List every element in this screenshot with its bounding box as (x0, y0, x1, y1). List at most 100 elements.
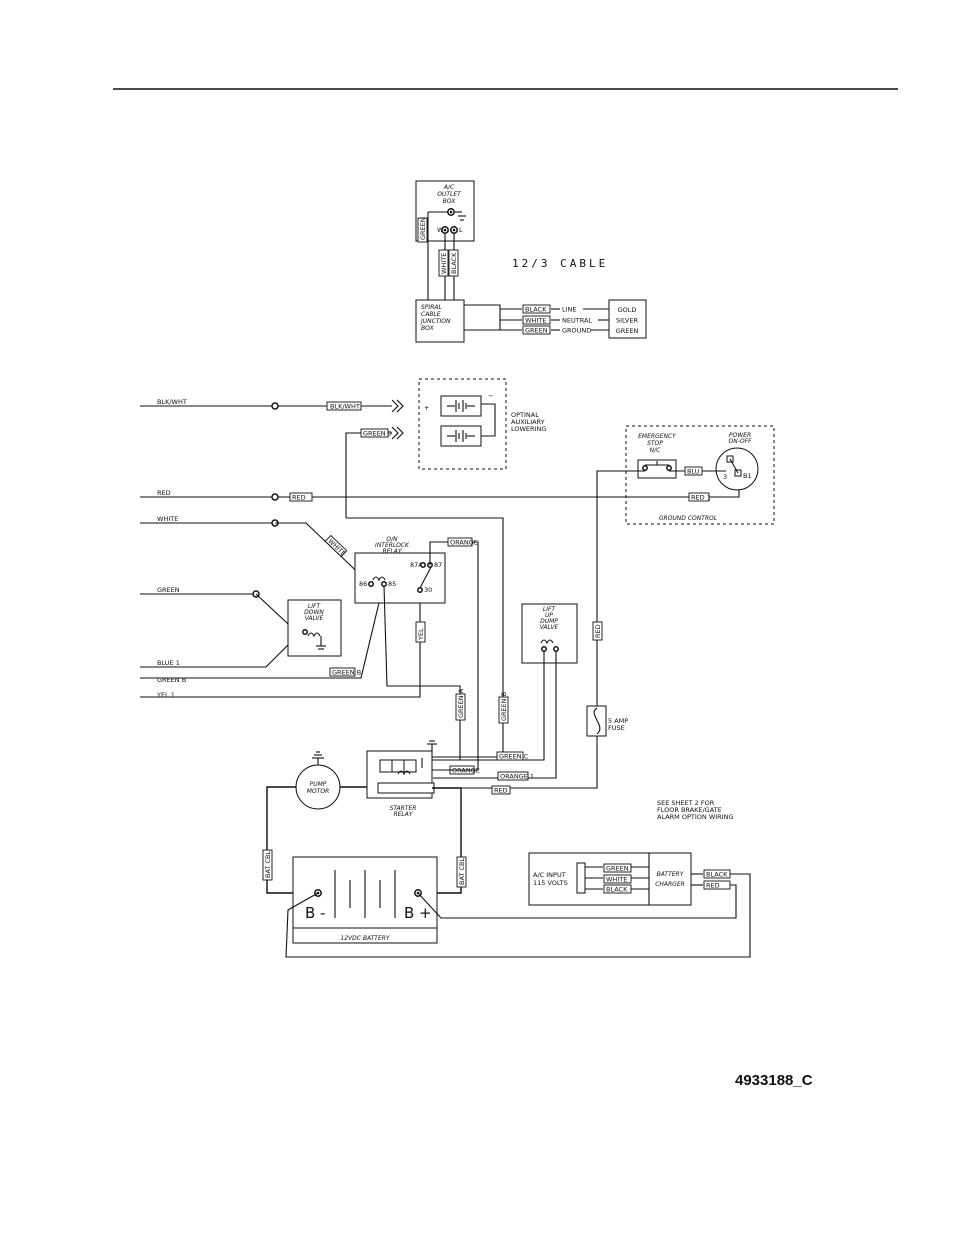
wire-tag-red1-text: RED 1 (691, 494, 711, 502)
charger-input-1: A/C INPUT (533, 871, 566, 879)
wire-tag-white: WHITE (324, 534, 348, 558)
wire-tag-red-gc-text: RED (594, 624, 602, 638)
wire-tag-green-b-text: GREEN B (332, 669, 361, 677)
lift-up-label-4: VALVE (540, 624, 559, 631)
charger-out-black-text: BLACK (706, 871, 728, 879)
wire-tag-blu (684, 466, 703, 476)
wire-tag-green-b2-text: GREEN B (500, 692, 508, 721)
harness-green: GREEN (157, 586, 180, 594)
wire-tag-orange1 (497, 771, 529, 781)
harness-blue1: BLUE 1 (157, 659, 180, 667)
splice-red (271, 493, 279, 501)
relay-pin-30: 30 (424, 586, 432, 594)
wire-tag-green-c (496, 751, 524, 761)
starter-label-2: RELAY (393, 811, 413, 818)
lift-down-label-1: LIFT (308, 603, 322, 610)
terminal-block: GOLD SILVER GREEN (608, 299, 647, 339)
fuse-label-2: FUSE (608, 724, 625, 732)
wire-tag-green-a-text: GREEN A (457, 688, 465, 718)
wire-tag-green-b2 (498, 696, 509, 724)
relay-pin-86: 86 (359, 580, 367, 588)
junction-row-black: BLACK LINE (522, 304, 609, 314)
bat-cable-left-tag: BAT CBL (262, 849, 273, 881)
note-line-1: SEE SHEET 2 FOR (657, 799, 715, 807)
charger-title-2: CHARGER (655, 881, 685, 888)
outlet-label-1: A/C (443, 184, 455, 191)
wire-tag-orange (447, 537, 473, 547)
lift-up-label-3: DUMP (540, 618, 558, 625)
motor-label-2: MOTOR (307, 788, 329, 795)
lift-down-label-3: VALVE (305, 615, 324, 622)
wire-tag-red-gc (592, 621, 603, 641)
splice-blk-wht (271, 402, 279, 410)
junction-label-1: SPIRAL (421, 304, 442, 311)
wire-tag-blk-wht (326, 401, 362, 411)
harness-blk-wht: BLK/WHT (157, 398, 187, 406)
bat-cable-right-tag: BAT CBL (456, 856, 467, 888)
harness-red: RED (157, 489, 171, 497)
interlock-relay: O/N INTERLOCK RELAY 87A 87 86 85 30 (354, 536, 446, 604)
ground-control-title: GROUND CONTROL (659, 515, 717, 522)
estop-label-2: STOP (647, 440, 663, 447)
wire-tag-orange-text: ORANGE (450, 539, 478, 547)
svg-text:BAT CBL: BAT CBL (264, 851, 272, 878)
svg-text:SILVER: SILVER (616, 317, 639, 325)
charger-input-2: 115 VOLTS (533, 879, 568, 887)
charger-out-black (703, 869, 731, 879)
svg-text:GOLD: GOLD (618, 306, 637, 314)
relay-pin-85: 85 (388, 580, 396, 588)
harness-white: WHITE (157, 515, 178, 523)
power-terminal-b1: B1 (743, 472, 752, 480)
svg-text:BLACK: BLACK (525, 306, 547, 314)
svg-text:BLACK: BLACK (450, 252, 458, 274)
junction-label-2: CABLE (421, 311, 441, 318)
fuse-label-1: 5 AMP (608, 717, 628, 725)
aux-label-2: AUXILIARY (511, 418, 545, 426)
ground-control-box: EMERGENCY STOP N/C POWER ON-OFF 3 B1 GRO… (625, 425, 775, 525)
wire-tag-yel-text: YEL (417, 628, 425, 641)
battery-neg-label: B - (305, 904, 325, 922)
aux-label-1: OPTINAL (511, 411, 539, 419)
harness-yel1: YEL 1 (156, 691, 175, 699)
wire-tag-red-text: RED (292, 494, 306, 502)
battery-pos-label: B + (404, 904, 432, 922)
power-label-1: POWER (729, 432, 751, 439)
starter-relay (366, 740, 437, 799)
fuse-5amp (586, 705, 607, 737)
aux-minus: − (488, 392, 493, 400)
battery-12vdc: B - B + 12VDC BATTERY (292, 856, 438, 944)
motor-label-1: PUMP (310, 781, 327, 788)
relay-label-1: O/N (386, 536, 398, 543)
charger-out-red (703, 880, 731, 890)
wire-tag-outlet-white: WHITE (438, 249, 449, 277)
outlet-label-3: BOX (443, 198, 457, 205)
battery-charger: A/C INPUT 115 VOLTS GREEN WHITE BLACK BA… (528, 852, 692, 906)
relay-label-2: INTERLOCK (375, 542, 410, 549)
junction-label-4: BOX (421, 325, 435, 332)
wire-tag-yel (415, 621, 426, 643)
note-line-2: FLOOR BRAKE/GATE (657, 806, 722, 814)
wire-tag-green-c-text: GREEN C (499, 753, 529, 761)
lift-down-valve: LIFT DOWN VALVE (287, 599, 342, 657)
wire-tag-outlet-green: GREEN (417, 217, 428, 243)
wire-tag-blu-text: BLU (687, 468, 700, 476)
lift-up-dump-valve: LIFT UP DUMP VALVE (521, 603, 578, 664)
charger-in-black: BLACK (606, 886, 628, 894)
junction-row-white: WHITE NEUTRAL (522, 315, 609, 325)
outlet-label-2: OUTLET (437, 191, 462, 198)
wire-tag-green-b (329, 667, 356, 677)
charger-in-green: GREEN (606, 865, 629, 873)
wire-tag-red2 (491, 785, 511, 795)
doc-number: 4933188_C (735, 1072, 813, 1089)
wire-tag-red (289, 492, 313, 502)
junction-label-3: JUNCTION (420, 318, 451, 325)
wire-tag-white-text: WHITE (326, 537, 347, 558)
aux-lowering-box: + − (418, 378, 507, 470)
wire-tag-green3 (360, 428, 389, 438)
junction-row-green: GREEN GROUND (522, 325, 609, 335)
pin-l-label: L (459, 226, 463, 234)
estop-label-3: N/C (650, 447, 662, 454)
aux-label-3: LOWERING (511, 425, 546, 433)
harness-green-b: GREEN B (157, 676, 186, 684)
